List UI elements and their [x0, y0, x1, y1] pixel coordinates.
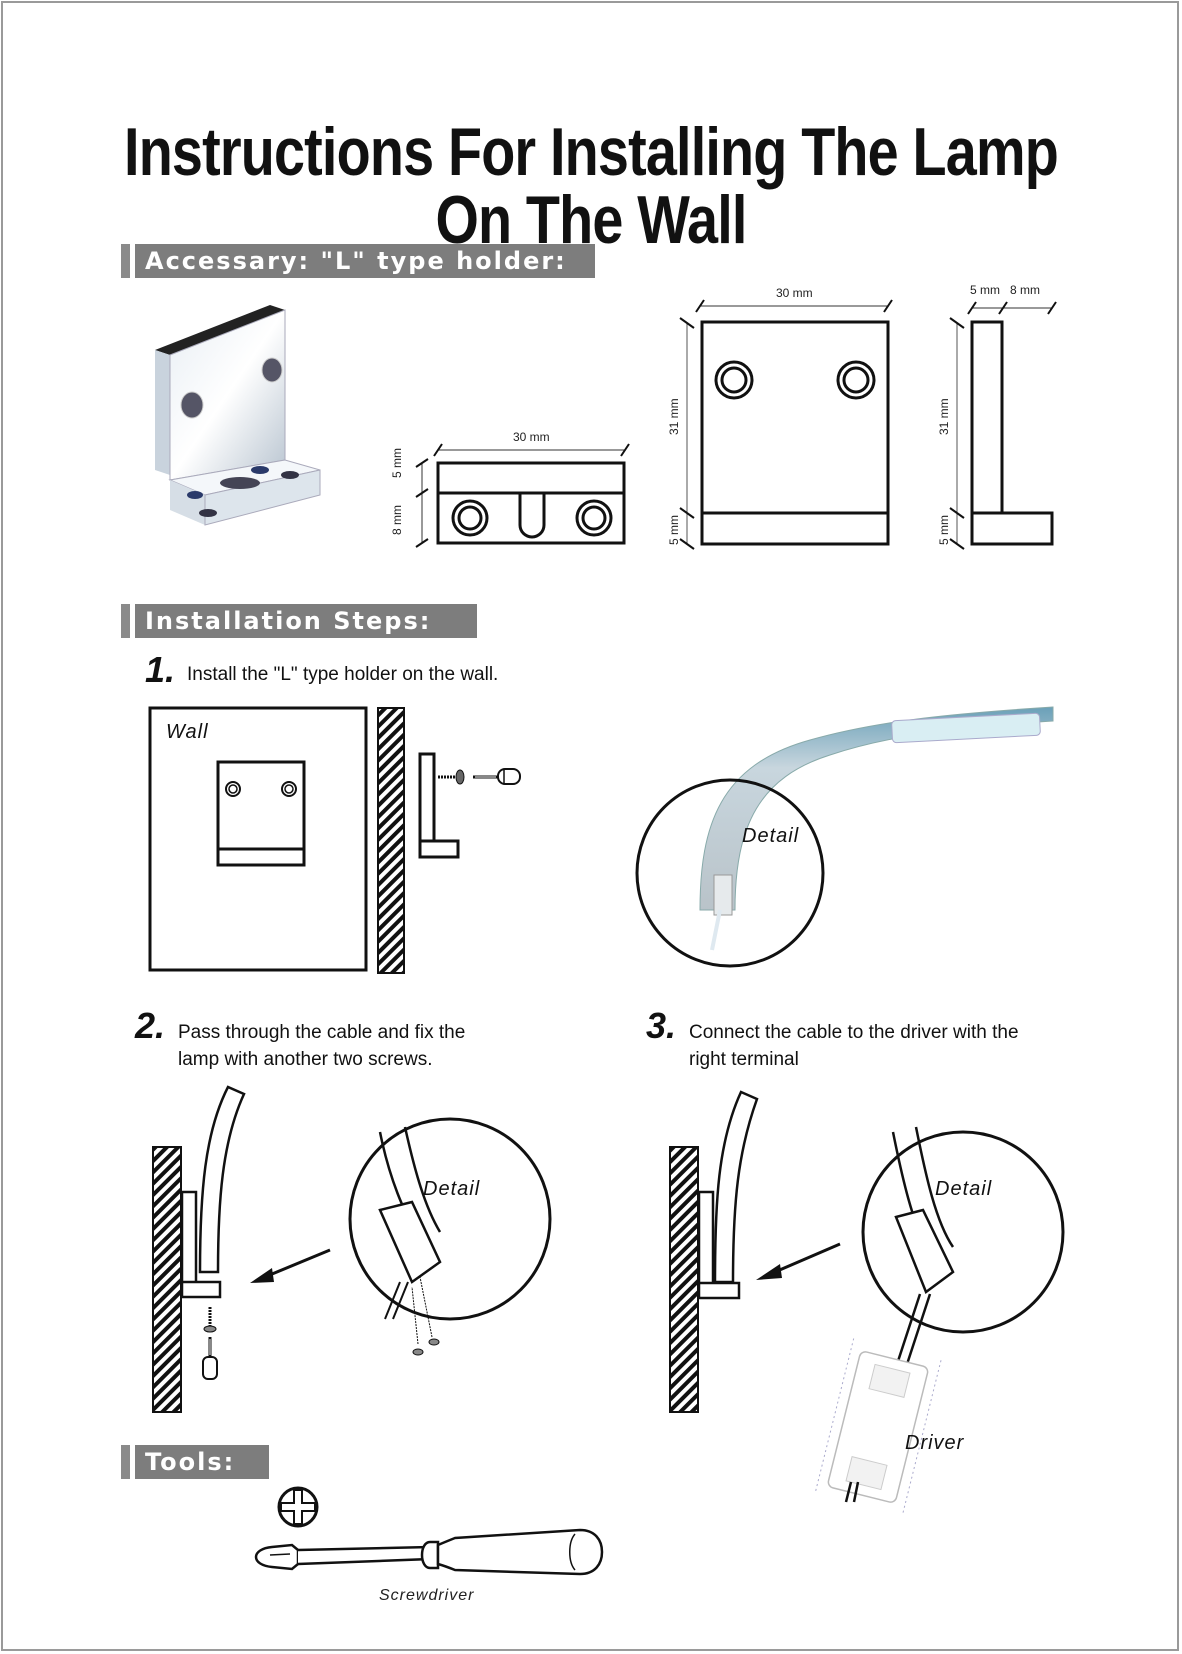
installation-heading: Installation Steps: [135, 604, 477, 638]
side-view-base-dim: 5 mm [937, 515, 951, 545]
step-1-text: Install the "L" type holder on the wall. [187, 664, 499, 685]
tools-heading: Tools: [135, 1445, 269, 1479]
step-1-detail-label: Detail [742, 825, 800, 847]
step-2-text-line2: lamp with another two screws. [178, 1049, 433, 1070]
driver-label: Driver [905, 1432, 965, 1454]
front-view-width-dim: 30 mm [776, 286, 813, 300]
step-2-number: 2. [135, 1005, 166, 1046]
holder-top-view-drawing [415, 443, 630, 548]
side-view-height-dim: 31 mm [937, 398, 951, 435]
side-view-depth-dim: 8 mm [1010, 283, 1040, 297]
top-view-height-bottom-dim: 8 mm [390, 505, 404, 535]
top-view-width-dim: 30 mm [513, 430, 550, 444]
holder-side-view-drawing [949, 301, 1057, 550]
step-2-diagram [152, 1085, 552, 1413]
step-3-number: 3. [646, 1005, 677, 1046]
accessory-heading-banner: Accessary: "L" type holder: [121, 244, 595, 278]
front-view-base-dim: 5 mm [667, 515, 681, 545]
page-title: Instructions For Installing The Lamp On … [124, 114, 1059, 258]
step-1-wall-diagram [148, 706, 521, 974]
step-3-diagram [669, 1090, 1065, 1516]
wall-label: Wall [166, 721, 209, 743]
holder-front-view-drawing [679, 299, 893, 550]
lamp-photo [635, 706, 1054, 968]
screwdriver-icon [254, 1528, 604, 1576]
step-2-detail-label: Detail [423, 1178, 481, 1200]
step-3-text-line1: Connect the cable to the driver with the [689, 1022, 1019, 1043]
step-1-number: 1. [145, 649, 176, 690]
step-3-detail-label: Detail [935, 1178, 993, 1200]
step-2-text-line1: Pass through the cable and fix the [178, 1022, 466, 1043]
l-holder-photo [155, 305, 321, 526]
tools-heading-banner: Tools: [121, 1445, 269, 1479]
screwdriver-label: Screwdriver [379, 1587, 475, 1604]
step-3-text-line2: right terminal [689, 1049, 799, 1070]
side-view-thickness-dim: 5 mm [970, 283, 1000, 297]
top-view-height-top-dim: 5 mm [390, 448, 404, 478]
phillips-head-icon [277, 1486, 319, 1528]
accessory-heading: Accessary: "L" type holder: [135, 244, 595, 278]
front-view-height-dim: 31 mm [667, 398, 681, 435]
installation-heading-banner: Installation Steps: [121, 604, 477, 638]
